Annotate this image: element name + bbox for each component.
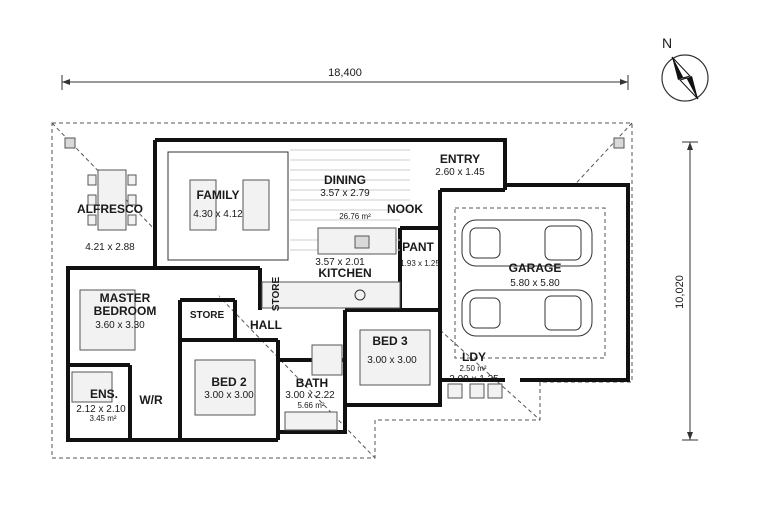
bed2-size: 3.00 x 3.00	[204, 390, 254, 401]
ldy-size: 2.00 x 1.25	[449, 374, 499, 385]
hall-name: HALL	[250, 318, 282, 332]
store-small-name: STORE	[271, 277, 282, 312]
pant-size: 1.93 x 1.25	[400, 259, 440, 268]
ens-area: 3.45 m²	[89, 414, 116, 423]
master-size: 3.60 x 3.30	[95, 320, 145, 331]
walls	[66, 138, 630, 442]
store-name: STORE	[190, 310, 225, 321]
bed-icon	[359, 329, 431, 386]
family-name: FAMILY	[197, 188, 240, 202]
depth-dimension: 10,020	[674, 141, 698, 441]
nook-name: NOOK	[387, 202, 423, 216]
bed-icon	[194, 359, 256, 416]
washer-icon	[469, 383, 485, 399]
north-compass-icon: N	[661, 35, 709, 102]
sink-icon	[447, 383, 463, 399]
ldy-name: LDY	[462, 350, 486, 364]
shower-icon	[311, 344, 343, 376]
bed2-name: BED 2	[211, 375, 247, 389]
garage-door-outline	[454, 207, 606, 359]
ens-name: ENS.	[90, 387, 118, 401]
garage-name: GARAGE	[509, 261, 562, 275]
kitchen-island-icon	[261, 227, 401, 309]
depth-dimension-label: 10,020	[674, 275, 686, 309]
car-icon	[461, 289, 593, 337]
kitchen-name: KITCHEN	[318, 266, 371, 280]
outdoor-table-icon	[87, 169, 137, 231]
bath-area: 5.66 m²	[297, 401, 324, 410]
ldy-area: 2.50 m²	[459, 364, 486, 373]
wr-name: W/R	[139, 393, 163, 407]
car-icon	[461, 219, 593, 267]
bed3-size: 3.00 x 3.00	[367, 355, 417, 366]
lounge-furniture-icon	[167, 151, 289, 261]
bed3-name: BED 3	[372, 334, 408, 348]
pant-name: PANT	[402, 240, 434, 254]
family-size: 4.30 x 4.12	[193, 209, 243, 220]
garage-size: 5.80 x 5.80	[510, 278, 560, 289]
dryer-icon	[487, 383, 503, 399]
entry-size: 2.60 x 1.45	[435, 167, 485, 178]
master-name-line1: MASTER	[100, 291, 151, 305]
master-name-line2: BEDROOM	[94, 304, 157, 318]
bath-name: BATH	[296, 376, 328, 390]
ens-size: 2.12 x 2.10	[76, 404, 126, 415]
bath-size: 3.00 x 2.22	[285, 390, 335, 401]
dining-size: 3.57 x 2.79	[320, 188, 370, 199]
dining-name: DINING	[324, 173, 366, 187]
width-dimension: 18,400	[61, 67, 629, 90]
width-dimension-label: 18,400	[328, 67, 362, 79]
post-icon	[613, 137, 625, 149]
shower-icon	[71, 371, 113, 403]
alfresco-name: ALFRESCO	[77, 202, 143, 216]
alfresco-size: 4.21 x 2.88	[85, 242, 135, 253]
dining-area: 26.76 m²	[339, 212, 371, 221]
entry-name: ENTRY	[440, 152, 480, 166]
bathtub-icon	[284, 411, 338, 431]
north-label: N	[662, 35, 672, 51]
post-icon	[64, 137, 76, 149]
kitchen-size: 3.57 x 2.01	[315, 257, 365, 268]
bed-icon	[79, 289, 136, 351]
dining-floor-hatch	[290, 149, 410, 251]
